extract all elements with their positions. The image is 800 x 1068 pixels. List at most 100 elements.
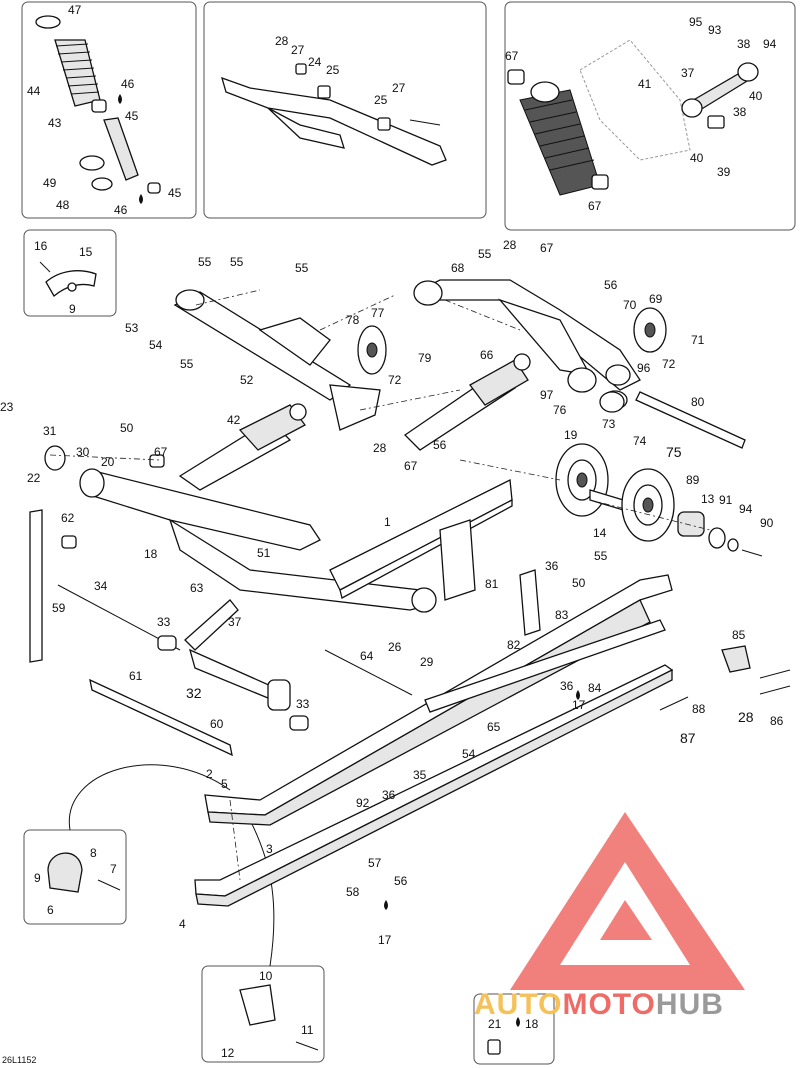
callout-label: 38: [733, 105, 747, 119]
callout-label: 9: [34, 871, 41, 885]
callout-label: 78: [346, 313, 360, 327]
callout-label: 57: [368, 856, 382, 870]
callout-label: 67: [505, 49, 519, 63]
callout-label: 32: [186, 685, 202, 701]
rear-arm-68: [413, 279, 641, 410]
callout-label: 45: [168, 186, 182, 200]
callout-label: 52: [240, 373, 254, 387]
callout-label: 65: [487, 720, 501, 734]
shock-spring: [54, 39, 101, 107]
callout-label: 93: [708, 23, 722, 37]
callout-label: 12: [221, 1046, 235, 1060]
callout-label: 11: [301, 1023, 314, 1037]
callout-label: 37: [228, 615, 242, 629]
callout-label: 28: [738, 709, 754, 725]
callout-label: 40: [749, 89, 763, 103]
callout-label: 44: [27, 84, 41, 98]
callout-label: 55: [594, 549, 608, 563]
callout-label: 90: [760, 516, 774, 530]
callout-label: 3: [266, 842, 273, 856]
callout-label: 47: [68, 3, 82, 17]
callout-label: 10: [259, 969, 273, 983]
callout-label: 13: [701, 492, 715, 506]
callout-label: 83: [555, 608, 569, 622]
callout-label: 54: [149, 338, 163, 352]
assembly-lines: [49, 289, 711, 881]
callout-label: 8: [90, 846, 97, 860]
callout-label: 15: [79, 245, 93, 259]
callout-label: 25: [326, 63, 340, 77]
watermark-logo: [510, 812, 745, 990]
callout-label: 89: [686, 473, 700, 487]
callout-label: 63: [190, 581, 204, 595]
cross-shaft-52: [173, 289, 381, 431]
callout-label: 88: [692, 702, 706, 716]
callout-label: 1: [384, 515, 391, 529]
callout-label: 49: [43, 176, 57, 190]
inset-front-arm: [221, 63, 447, 166]
callout-label: 43: [48, 116, 62, 130]
callout-label: 66: [480, 348, 494, 362]
callout-label: 53: [125, 321, 139, 335]
callout-label: 91: [719, 493, 733, 507]
callout-label: 14: [593, 526, 607, 540]
shock-absorbers: [178, 353, 531, 491]
callout-label: 40: [690, 151, 704, 165]
callout-label: 36: [382, 788, 396, 802]
callout-label: 2: [206, 767, 213, 781]
callout-label: 42: [227, 413, 241, 427]
rear-block-85: [659, 645, 791, 711]
callout-label: 28: [503, 238, 517, 252]
slide-3: [194, 664, 674, 907]
callout-label: 97: [540, 388, 554, 402]
callout-label: 55: [478, 247, 492, 261]
callout-label: 38: [737, 37, 751, 51]
center-shock-bellows: [519, 81, 601, 196]
callout-label: 94: [739, 502, 753, 516]
callout-label: 21: [488, 1017, 502, 1031]
callout-label: 94: [763, 37, 777, 51]
callout-label: 7: [110, 862, 117, 876]
callout-label: 67: [588, 199, 602, 213]
inset-center-shock: [507, 39, 759, 196]
callout-label: 71: [691, 333, 705, 347]
small-inset-parts: [47, 690, 580, 1055]
callout-label: 17: [378, 933, 392, 947]
callout-label: 70: [623, 298, 637, 312]
callout-label: 24: [308, 55, 322, 69]
reference-code: 26L1152: [2, 1055, 37, 1065]
side-rails: [204, 478, 673, 826]
callout-label: 81: [485, 577, 499, 591]
callout-label: 56: [604, 278, 618, 292]
callout-label: 55: [230, 255, 244, 269]
callout-label: 45: [125, 109, 139, 123]
rear-shaft-80: [599, 391, 746, 449]
callout-label: 18: [525, 1017, 539, 1031]
callout-label: 73: [602, 417, 616, 431]
callout-label: 96: [637, 361, 651, 375]
callout-label: 39: [717, 165, 731, 179]
callout-label: 23: [0, 400, 14, 414]
callout-label: 56: [394, 874, 408, 888]
callout-label: 31: [43, 424, 57, 438]
callout-label: 82: [507, 638, 521, 652]
callout-label: 51: [257, 546, 271, 560]
callout-label: 28: [275, 34, 289, 48]
callout-label: 33: [296, 697, 310, 711]
callout-label: 87: [680, 730, 696, 746]
callout-label: 72: [662, 357, 676, 371]
callout-label: 50: [572, 576, 586, 590]
callout-label: 20: [101, 455, 115, 469]
lower-linkage: [29, 509, 413, 757]
callout-label: 46: [114, 203, 128, 217]
callout-label: 55: [198, 255, 212, 269]
callout-label: 80: [691, 395, 705, 409]
callout-label: 67: [540, 241, 554, 255]
callout-label: 75: [666, 444, 682, 460]
callout-label: 4: [179, 917, 186, 931]
callout-label: 61: [129, 669, 143, 683]
callout-label: 27: [291, 43, 305, 57]
callout-label: 26: [388, 640, 402, 654]
callout-label: 30: [76, 445, 90, 459]
